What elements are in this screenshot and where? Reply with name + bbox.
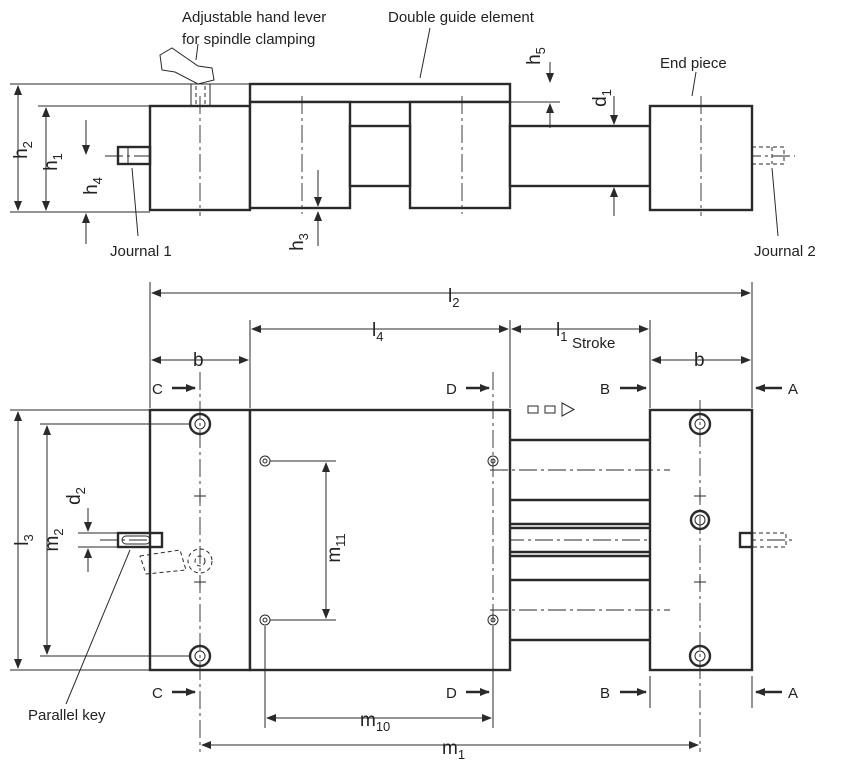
svg-text:h3: h3 xyxy=(287,233,311,251)
callout-lever-line1: Adjustable hand lever xyxy=(182,9,326,26)
section-a-top: A xyxy=(788,381,798,398)
stroke-arrow-icon xyxy=(527,402,576,417)
svg-text:l3: l3 xyxy=(12,534,36,545)
dim-h2: h xyxy=(11,148,32,159)
svg-text:d2: d2 xyxy=(64,487,88,505)
dim-h1: h xyxy=(41,160,62,171)
callout-stroke: Stroke xyxy=(572,335,615,352)
svg-text:h1: h1 xyxy=(41,153,65,171)
svg-text:h5: h5 xyxy=(524,47,548,65)
section-b-top: B xyxy=(600,381,610,398)
dim-l2: l xyxy=(448,286,452,307)
dim-d2: d xyxy=(64,494,85,505)
svg-text:m10: m10 xyxy=(360,710,390,734)
dim-b-left: b xyxy=(193,350,204,371)
callout-double-guide: Double guide element xyxy=(388,9,535,26)
callout-journal2: Journal 2 xyxy=(754,243,816,260)
svg-text:m11: m11 xyxy=(324,533,348,562)
svg-text:l4: l4 xyxy=(372,320,383,344)
svg-text:m1: m1 xyxy=(442,738,465,762)
top-view-dimensions: l2 l4 l1 Stroke b b l3 m2 d2 m11 m10 m1 … xyxy=(10,282,798,762)
dim-l4: l xyxy=(372,320,376,341)
callout-lever-line2: for spindle clamping xyxy=(182,31,315,48)
section-a-bottom: A xyxy=(788,685,798,702)
dim-d1: d xyxy=(590,96,611,107)
dim-b-right: b xyxy=(694,350,705,371)
hand-lever xyxy=(159,47,215,106)
dim-m2: m xyxy=(42,536,63,552)
callout-end-piece: End piece xyxy=(660,55,727,72)
svg-text:h4: h4 xyxy=(81,177,105,195)
section-d-top: D xyxy=(446,381,457,398)
dim-h4: h xyxy=(81,184,102,195)
svg-text:l1: l1 xyxy=(556,320,567,344)
dim-m1: m xyxy=(442,738,458,759)
svg-text:l2: l2 xyxy=(448,286,459,310)
section-d-bottom: D xyxy=(446,685,457,702)
dim-l1: l xyxy=(556,320,560,341)
svg-text:d1: d1 xyxy=(590,89,614,107)
section-b-bottom: B xyxy=(600,685,610,702)
dim-m10: m xyxy=(360,710,376,731)
guide-rods xyxy=(490,438,670,642)
dim-h5: h xyxy=(524,54,545,65)
callout-parallel-key: Parallel key xyxy=(28,707,106,724)
callout-journal1: Journal 1 xyxy=(110,243,172,260)
svg-text:h2: h2 xyxy=(11,141,35,159)
svg-text:m2: m2 xyxy=(42,528,66,551)
section-c-bottom: C xyxy=(152,685,163,702)
side-view-dimensions: h2 h1 h4 h3 h5 d1 Adjustable hand lever … xyxy=(10,9,816,260)
side-view xyxy=(105,47,795,216)
dim-h3: h xyxy=(287,240,308,251)
dim-l3: l xyxy=(12,542,33,546)
section-c-top: C xyxy=(152,381,163,398)
top-view xyxy=(100,372,795,752)
dim-m11: m xyxy=(324,547,345,563)
